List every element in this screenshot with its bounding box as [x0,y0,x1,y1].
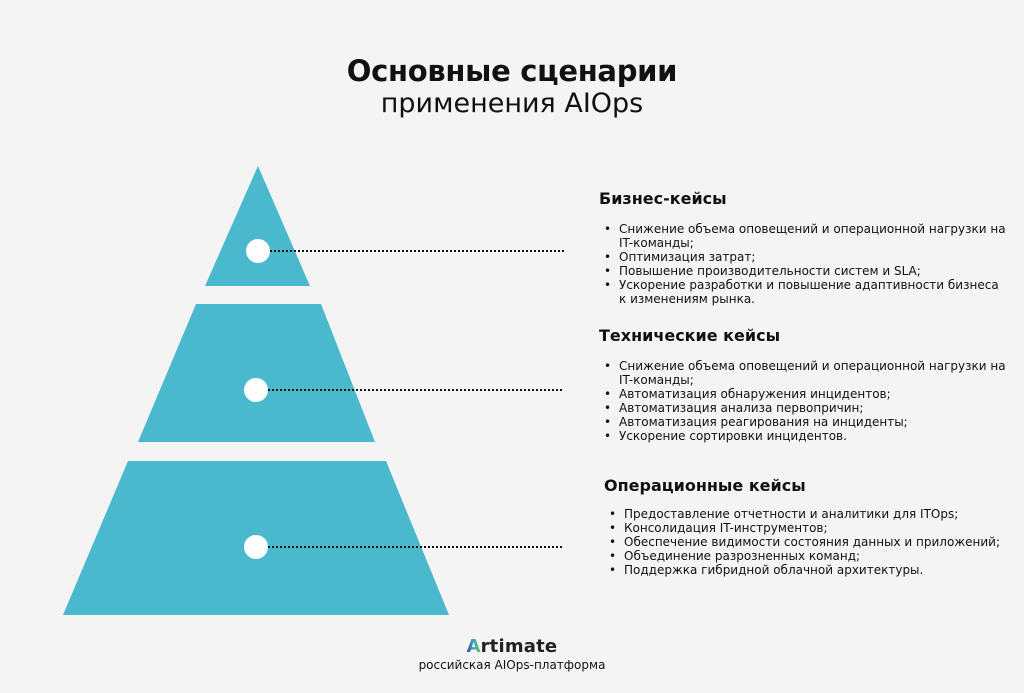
section-technical: Технические кейсы Снижение объема оповещ… [599,326,1009,443]
marker-business [246,239,270,263]
brand-name: Artimate [0,636,1024,657]
section-business-title: Бизнес-кейсы [599,189,727,208]
list-item: Повышение производительности систем и SL… [599,264,1009,278]
page-title: Основные сценарии [346,54,678,88]
section-technical-list: Снижение объема оповещений и операционно… [599,359,1009,443]
page-subtitle: применения AIOps [380,88,644,119]
list-item: Консолидация IT-инструментов; [604,521,1014,535]
section-technical-title: Технические кейсы [599,326,781,345]
pyramid-tier-top [205,166,310,286]
list-item: Ускорение разработки и повышение адаптив… [599,278,1009,306]
list-item: Автоматизация реагирования на инциденты; [599,415,1009,429]
section-business: Бизнес-кейсы Снижение объема оповещений … [599,189,1009,306]
list-item: Поддержка гибридной облачной архитектуры… [604,563,1014,577]
list-item: Автоматизация анализа первопричин; [599,401,1009,415]
pyramid-tier-middle [138,304,375,442]
list-item: Объединение разрозненных команд; [604,549,1014,563]
list-item: Автоматизация обнаружения инцидентов; [599,387,1009,401]
brand-subtitle: российская AIOps-платформа [418,658,606,672]
list-item: Предоставление отчетности и аналитики дл… [604,507,1014,521]
section-operational: Операционные кейсы Предоставление отчетн… [604,476,1014,577]
marker-technical [244,378,268,402]
section-operational-list: Предоставление отчетности и аналитики дл… [604,507,1014,577]
list-item: Обеспечение видимости состояния данных и… [604,535,1014,549]
marker-operational [244,535,268,559]
brand-name-text: rtimate [480,636,558,657]
brand-logo: Artimate российская AIOps-платформа [0,636,1024,672]
list-item: Ускорение сортировки инцидентов. [599,429,1009,443]
section-operational-title: Операционные кейсы [604,476,806,495]
list-item: Снижение объема оповещений и операционно… [599,222,1009,250]
list-item: Снижение объема оповещений и операционно… [599,359,1009,387]
list-item: Оптимизация затрат; [599,250,1009,264]
section-business-list: Снижение объема оповещений и операционно… [599,222,1009,306]
brand-mark: A [466,636,481,657]
